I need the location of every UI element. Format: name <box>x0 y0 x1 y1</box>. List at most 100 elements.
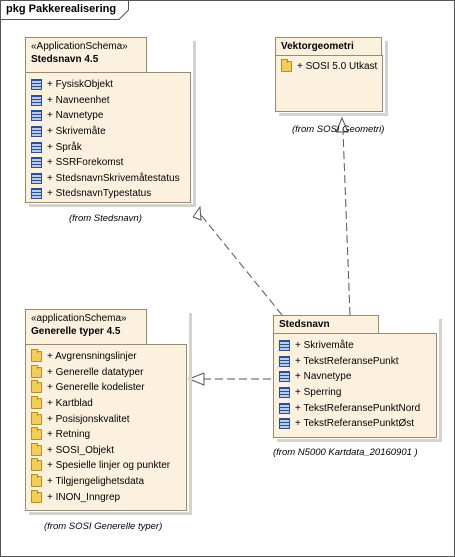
package-member-item[interactable]: + Navneenhet <box>31 93 180 109</box>
arrowhead-generelle <box>187 372 205 386</box>
package-member-label: + TekstReferansePunktNord <box>295 402 421 414</box>
class-icon <box>31 157 42 169</box>
package-body: + SOSI 5.0 Utkast <box>275 55 383 112</box>
package-member-item[interactable]: + Sperring <box>279 385 420 401</box>
folder-icon <box>31 411 42 425</box>
from-note-generelle: (from SOSI Generelle typer) <box>44 521 163 532</box>
package-body: + Avgrensningslinjer + Generelle datatype… <box>25 344 187 511</box>
class-icon <box>31 172 42 184</box>
folder-icon <box>31 396 42 410</box>
package-member-label: + Skrivemåte <box>295 340 354 352</box>
package-body: + Skrivemåte + TekstReferansePunkt + Navne… <box>273 333 437 438</box>
package-member-label: + Posisjonskvalitet <box>47 413 130 425</box>
class-icon <box>279 387 290 399</box>
class-icon <box>31 110 42 122</box>
package-member-label: + Retning <box>47 429 91 441</box>
package-member-item[interactable]: + INON_Inngrep <box>31 489 170 505</box>
package-member-label: + Skrivemåte <box>47 126 106 138</box>
package-contents: + Avgrensningslinjer + Generelle datatype… <box>31 349 170 505</box>
connector-stedsnavn-to-stedsnavn45 <box>200 214 283 316</box>
package-member-item[interactable]: + Generelle kodelister <box>31 380 170 396</box>
package-member-item[interactable]: + TekstReferansePunktØst <box>279 416 420 432</box>
package-member-item[interactable]: + Språk <box>31 139 180 155</box>
package-stereotype: «ApplicationSchema» <box>31 41 128 52</box>
folder-icon <box>31 442 42 456</box>
package-member-label: + Avgrensningslinjer <box>47 351 137 363</box>
folder-icon <box>31 489 42 503</box>
package-member-item[interactable]: + FysiskObjekt <box>31 77 180 93</box>
folder-icon <box>31 458 42 472</box>
package-member-label: + TekstReferansePunkt <box>295 355 399 367</box>
frame-title: pkg Pakkerealisering <box>6 3 117 15</box>
package-member-item[interactable]: + TekstReferansePunkt <box>279 354 420 370</box>
package-member-item[interactable]: + Navnetype <box>31 108 180 124</box>
package-member-item[interactable]: + SSRForekomst <box>31 155 180 171</box>
package-member-label: + TekstReferansePunktØst <box>295 418 415 430</box>
package-member-item[interactable]: + SOSI 5.0 Utkast <box>281 59 377 75</box>
package-member-item[interactable]: + Skrivemåte <box>279 338 420 354</box>
class-icon <box>31 79 42 91</box>
package-member-label: + StedsnavnSkrivemåtestatus <box>47 172 180 184</box>
package-member-item[interactable]: + Tilgjengelighetsdata <box>31 474 170 490</box>
folder-icon <box>281 59 292 73</box>
package-contents: + SOSI 5.0 Utkast <box>281 59 377 75</box>
package-member-item[interactable]: + Generelle datatyper <box>31 364 170 381</box>
folder-icon <box>31 380 42 394</box>
package-member-label: + INON_Inngrep <box>47 491 121 503</box>
frame-tab-outline <box>1 1 129 20</box>
package-name: Generelle typer 4.5 <box>31 326 121 337</box>
from-note-vektorgeometri: (from SOSI Geometri) <box>292 124 385 135</box>
package-member-item[interactable]: + Posisjonskvalitet <box>31 411 170 427</box>
package-member-label: + StedsnavnTypestatus <box>47 188 152 200</box>
package-member-label: + Språk <box>47 141 82 153</box>
package-member-label: + Generelle datatyper <box>47 366 144 378</box>
folder-icon <box>31 474 42 488</box>
class-icon <box>279 371 290 383</box>
package-member-label: + SOSI_Objekt <box>47 444 114 456</box>
package-member-label: + Spesielle linjer og punkter <box>47 460 171 472</box>
folder-icon <box>31 364 42 378</box>
package-member-item[interactable]: + Avgrensningslinjer <box>31 349 170 365</box>
package-generelle-typer[interactable]: «applicationSchema» Generelle typer 4.5 … <box>25 309 192 515</box>
package-member-item[interactable]: + StedsnavnTypestatus <box>31 186 180 202</box>
package-member-item[interactable]: + StedsnavnSkrivemåtestatus <box>31 171 180 187</box>
package-member-item[interactable]: + SOSI_Objekt <box>31 442 170 459</box>
package-stedsnavn45[interactable]: «ApplicationSchema» Stedsnavn 4.5 + Fysi… <box>25 37 196 207</box>
package-member-label: + Navneenhet <box>47 94 110 106</box>
package-contents: + FysiskObjekt + Navneenhet + Navnetype + S… <box>31 77 180 202</box>
package-member-label: + SOSI 5.0 Utkast <box>297 61 378 73</box>
package-member-item[interactable]: + Skrivemåte <box>31 124 180 140</box>
package-member-label: + Tilgjengelighetsdata <box>47 476 145 488</box>
class-icon <box>279 355 290 367</box>
package-body: + FysiskObjekt + Navneenhet + Navnetype + S… <box>25 72 191 203</box>
folder-icon <box>31 427 42 441</box>
package-member-item[interactable]: + Kartblad <box>31 396 170 412</box>
package-member-label: + Sperring <box>295 387 342 399</box>
class-icon <box>31 141 42 153</box>
class-icon <box>279 340 290 352</box>
package-member-item[interactable]: + Retning <box>31 427 170 443</box>
class-icon <box>279 418 290 430</box>
class-icon <box>31 188 42 200</box>
class-icon <box>31 126 42 138</box>
package-member-item[interactable]: + TekstReferansePunktNord <box>279 400 420 416</box>
class-icon <box>31 94 42 106</box>
package-vektorgeometri[interactable]: Vektorgeometri + SOSI 5.0 Utkast <box>275 37 388 116</box>
package-member-label: + FysiskObjekt <box>47 79 113 91</box>
package-member-label: + Generelle kodelister <box>47 382 145 394</box>
arrowhead-stedsnavn45 <box>192 205 202 221</box>
arrowhead-vektorgeometri <box>335 116 349 133</box>
folder-icon <box>31 349 42 363</box>
package-contents: + Skrivemåte + TekstReferansePunkt + Navne… <box>279 338 420 432</box>
package-stedsnavn[interactable]: Stedsnavn + Skrivemåte + TekstReferansePu… <box>273 315 442 442</box>
package-member-item[interactable]: + Navnetype <box>279 369 420 385</box>
package-name: Stedsnavn <box>279 319 330 330</box>
package-member-item[interactable]: + Spesielle linjer og punkter <box>31 458 170 474</box>
package-member-label: + Navnetype <box>47 110 104 122</box>
from-note-stedsnavn: (from N5000 Kartdata_20160901 ) <box>273 447 418 458</box>
package-member-label: + Kartblad <box>47 398 93 410</box>
package-name: Stedsnavn 4.5 <box>31 54 99 65</box>
connector-stedsnavn-to-vektorgeometri <box>342 130 351 316</box>
